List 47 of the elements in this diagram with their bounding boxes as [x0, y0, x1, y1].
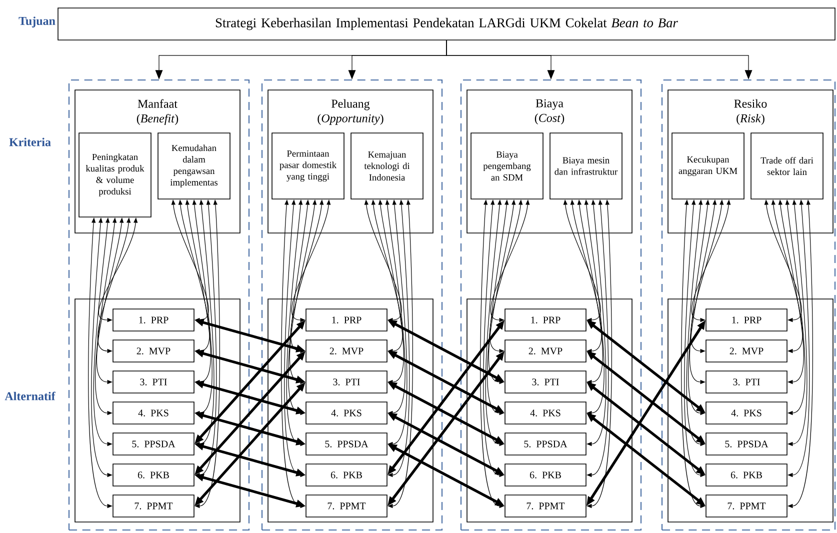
alternative-box: 1. PRP	[504, 308, 586, 332]
subcriteria-box: Trade off dari sektor lain	[750, 132, 824, 200]
alternative-box: 5. PPSDA	[112, 432, 194, 456]
subcriteria-box: Kemajuan teknologi di Indonesia	[350, 132, 424, 200]
alternative-box: 6. PKB	[504, 464, 586, 486]
alternative-box: 6. PKB	[112, 464, 194, 486]
alternative-box: 4. PKS	[706, 402, 788, 424]
alternative-box: 1. PRP	[306, 308, 388, 332]
alternatives-panel	[268, 298, 434, 522]
alternative-box: 7. PPMT	[112, 494, 194, 518]
alternative-box: 5. PPSDA	[706, 432, 788, 456]
alternative-box: 5. PPSDA	[306, 432, 388, 456]
alternative-box: 2. MVP	[112, 340, 194, 362]
alternative-box: 6. PKB	[306, 464, 388, 486]
subcriteria-box: Kecukupan anggaran UKM	[672, 132, 744, 200]
subcriteria-box: Permintaan pasar domestik yang tinggi	[272, 132, 344, 200]
alternative-box: 4. PKS	[504, 402, 586, 424]
row-label: Kriteria	[9, 138, 51, 146]
subcriteria-box: Peningkatan kualitas produk & volume produksi	[78, 132, 152, 218]
subcriteria-box: Biaya pengembang an SDM	[470, 132, 544, 200]
alternative-box: 7. PPMT	[706, 494, 788, 518]
alternative-box: 3. PTI	[504, 370, 586, 394]
alternatives-panel	[668, 298, 834, 522]
subcriteria-box: Kemudahan dalam pengawsan implementas	[158, 132, 230, 200]
alternative-box: 1. PRP	[112, 308, 194, 332]
alternative-box: 7. PPMT	[306, 494, 388, 518]
alternative-box: 2. MVP	[504, 340, 586, 362]
dashed-frame	[460, 79, 642, 531]
dashed-frame	[661, 79, 836, 531]
subcriteria-box: Biaya mesin dan infrastruktur	[550, 132, 622, 200]
goal-box: Strategi Keberhasilan Implementasi Pendekatan LARGdi UKM Cokelat Bean to Bar	[58, 8, 836, 40]
alternative-box: 4. PKS	[112, 402, 194, 424]
row-label: Alternatif	[4, 392, 56, 400]
alternative-box: 5. PPSDA	[504, 432, 586, 456]
alternative-box: 1. PRP	[706, 308, 788, 332]
alternative-box: 3. PTI	[112, 370, 194, 394]
dashed-frame	[68, 79, 250, 531]
alternative-box: 7. PPMT	[504, 494, 586, 518]
alternatives-panel	[466, 298, 632, 522]
alternative-box: 3. PTI	[706, 370, 788, 394]
alternative-box: 2. MVP	[306, 340, 388, 362]
alternatives-panel	[74, 298, 240, 522]
alternative-box: 6. PKB	[706, 464, 788, 486]
alternative-box: 3. PTI	[306, 370, 388, 394]
dashed-frame	[261, 79, 443, 531]
alternative-box: 2. MVP	[706, 340, 788, 362]
alternative-box: 4. PKS	[306, 402, 388, 424]
